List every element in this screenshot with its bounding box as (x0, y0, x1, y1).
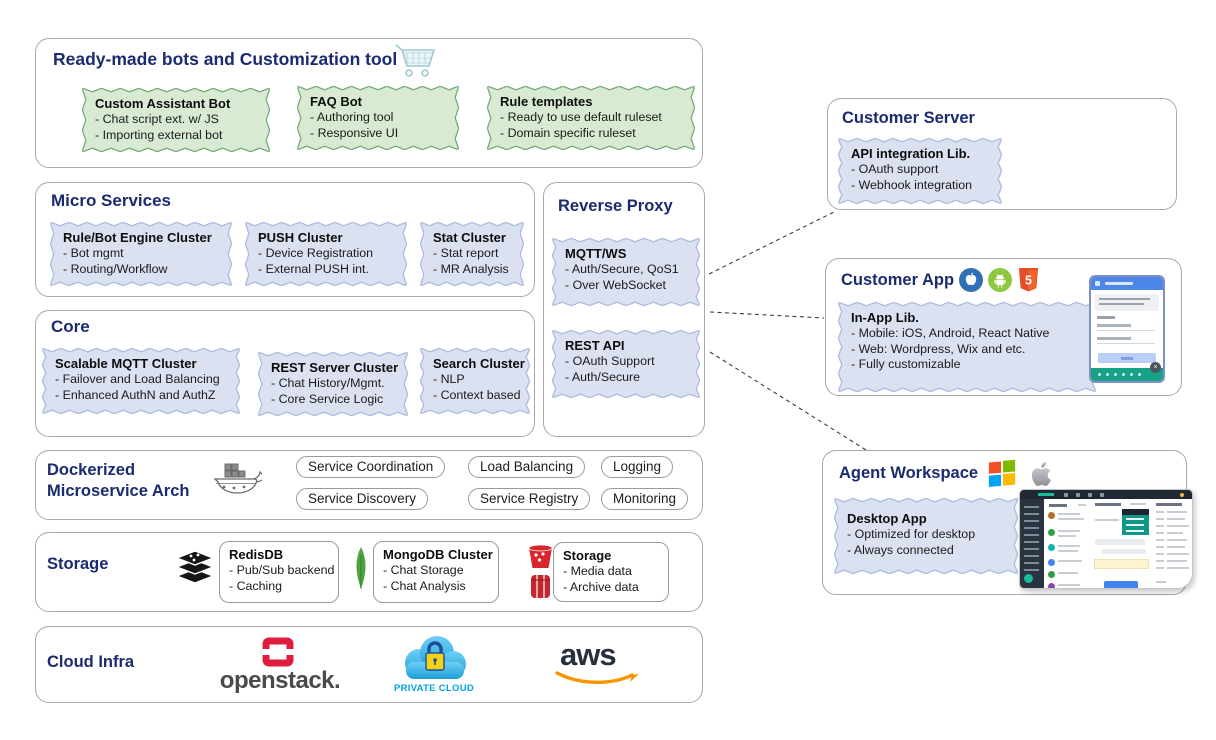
proxy-box-mqtt-ws: MQTT/WS - Auth/Secure, QoS1 - Over WebSo… (553, 239, 699, 305)
box-title: REST API (565, 338, 625, 353)
section-title: Micro Services (51, 191, 172, 210)
box-title: REST Server Cluster (271, 360, 399, 375)
windows-icon (987, 458, 1017, 488)
docker-pill-monitoring: Monitoring (601, 488, 689, 510)
docker-pill-logging: Logging (601, 456, 674, 478)
desktop-detail-pane (1152, 499, 1192, 588)
highlight-note (1094, 559, 1149, 569)
box-title: MongoDB Cluster (383, 547, 493, 562)
apple-circle-icon (959, 268, 984, 292)
feature-box-faq-bot: FAQ Bot - Authoring tool - Responsive UI (298, 87, 458, 149)
section-storage: Storage RedisDB - Pub/Sub backend - Cach… (35, 532, 703, 612)
connector-proxy-to-customer-server (708, 210, 837, 275)
mobile-submit-button (1098, 353, 1156, 363)
box-title: API integration Lib. (851, 146, 971, 161)
android-circle-icon (988, 268, 1013, 292)
section-title: Storage (47, 555, 109, 573)
connector-proxy-to-customer-app (709, 311, 825, 319)
section-micro-services: Micro Services Rule/Bot Engine Cluster -… (35, 182, 535, 297)
desktop-chat-pane (1090, 499, 1153, 588)
section-cloud-infra: Cloud Infra openstack. PRIVATE CLOUD aws (35, 626, 703, 703)
box-title: Desktop App (847, 511, 927, 526)
box-title: Search Cluster (433, 356, 525, 371)
mongodb-leaf-icon (351, 545, 371, 591)
chat-bubble-icon (1024, 574, 1033, 583)
box-title: FAQ Bot (310, 94, 362, 109)
desktop-titlebar (1020, 490, 1192, 499)
docker-whale-icon (212, 461, 267, 503)
service-box-push-cluster: PUSH Cluster - Device Registration - Ext… (246, 223, 406, 285)
section-title: Reverse Proxy (558, 197, 673, 215)
section-title: Customer App (841, 270, 955, 289)
section-reverse-proxy: Reverse Proxy MQTT/WS - Auth/Secure, QoS… (543, 182, 705, 437)
docker-pill-service-registry: Service Registry (468, 488, 591, 510)
aws-smile-icon (554, 671, 640, 687)
svg-text:5: 5 (1025, 273, 1032, 287)
box-title: Stat Cluster (433, 230, 506, 245)
section-title: Core (51, 317, 90, 336)
core-box-rest-server: REST Server Cluster - Chat History/Mgmt.… (259, 353, 407, 415)
apple-icon (1030, 458, 1056, 488)
storage-box-mongodb: MongoDB Cluster - Chat Storage - Chat An… (373, 541, 499, 603)
core-box-scalable-mqtt: Scalable MQTT Cluster - Failover and Loa… (43, 349, 239, 413)
aws-wordmark: aws (560, 637, 617, 672)
core-box-search-cluster: Search Cluster - NLP - Context based (421, 349, 529, 413)
service-box-rule-bot-engine: Rule/Bot Engine Cluster - Bot mgmt - Rou… (51, 223, 231, 285)
section-agent-workspace: Agent Workspace Desktop App - (822, 450, 1193, 595)
box-api-integration-lib: API integration Lib. - OAuth support - W… (839, 139, 1001, 203)
box-in-app-lib: In-App Lib. - Mobile: iOS, Android, Reac… (839, 303, 1095, 391)
private-cloud-label: PRIVATE CLOUD (393, 683, 475, 694)
html5-icon: 5 (1017, 267, 1040, 293)
openstack-icon (262, 637, 294, 667)
context-menu (1122, 509, 1149, 535)
desktop-action-button (1104, 581, 1138, 588)
media-bucket-icon (527, 543, 554, 570)
box-title: Rule/Bot Engine Cluster (63, 230, 212, 245)
mobile-header (1091, 277, 1163, 290)
section-core: Core Scalable MQTT Cluster - Failover an… (35, 310, 535, 437)
box-desktop-app: Desktop App - Optimized for desktop - Al… (835, 499, 1017, 573)
section-customer-app: Customer App 5 (825, 258, 1182, 396)
feature-box-rule-templates: Rule templates - Ready to use default ru… (488, 87, 694, 149)
section-title: Customer Server (842, 109, 975, 127)
box-title: Custom Assistant Bot (95, 96, 231, 111)
mobile-toolbar (1091, 368, 1163, 381)
box-title: Storage (563, 548, 612, 563)
shopping-cart-icon (394, 41, 442, 83)
box-title: Rule templates (500, 94, 593, 109)
archive-barrel-icon (528, 573, 553, 600)
storage-box-storage: Storage - Media data - Archive data (553, 542, 669, 602)
section-ready-made-bots: Ready-made bots and Customization tool C… (35, 38, 703, 168)
desktop-sidebar (1020, 499, 1044, 588)
section-customer-server: Customer Server API integration Lib. - O… (827, 98, 1177, 210)
section-title: Cloud Infra (47, 653, 135, 671)
storage-box-redisdb: RedisDB - Pub/Sub backend - Caching (219, 541, 339, 603)
openstack-wordmark: openstack. (219, 667, 341, 694)
box-title: RedisDB (229, 547, 284, 562)
feature-box-custom-assistant-bot: Custom Assistant Bot - Chat script ext. … (83, 89, 269, 151)
mobile-app-screenshot: × (1089, 275, 1165, 383)
box-title: In-App Lib. (851, 310, 919, 325)
section-title: Agent Workspace (839, 463, 979, 482)
desktop-chat-list (1044, 499, 1091, 588)
redis-icon (173, 549, 217, 593)
mobile-close-icon: × (1150, 362, 1161, 373)
service-box-stat-cluster: Stat Cluster - Stat report - MR Analysis (421, 223, 523, 285)
box-title: Scalable MQTT Cluster (55, 356, 197, 371)
docker-pill-service-coordination: Service Coordination (296, 456, 446, 478)
docker-pill-load-balancing: Load Balancing (468, 456, 586, 478)
section-title: Dockerized Microservice Arch (47, 461, 190, 501)
box-title: MQTT/WS (565, 246, 627, 261)
section-dockerized: Dockerized Microservice Arch Service Coo… (35, 450, 703, 520)
private-cloud-icon (396, 633, 472, 681)
proxy-box-rest-api: REST API - OAuth Support - Auth/Secure (553, 331, 699, 397)
desktop-app-screenshot (1019, 489, 1193, 589)
box-title: PUSH Cluster (258, 230, 343, 245)
section-title: Ready-made bots and Customization tool (53, 49, 398, 69)
docker-pill-service-discovery: Service Discovery (296, 488, 429, 510)
